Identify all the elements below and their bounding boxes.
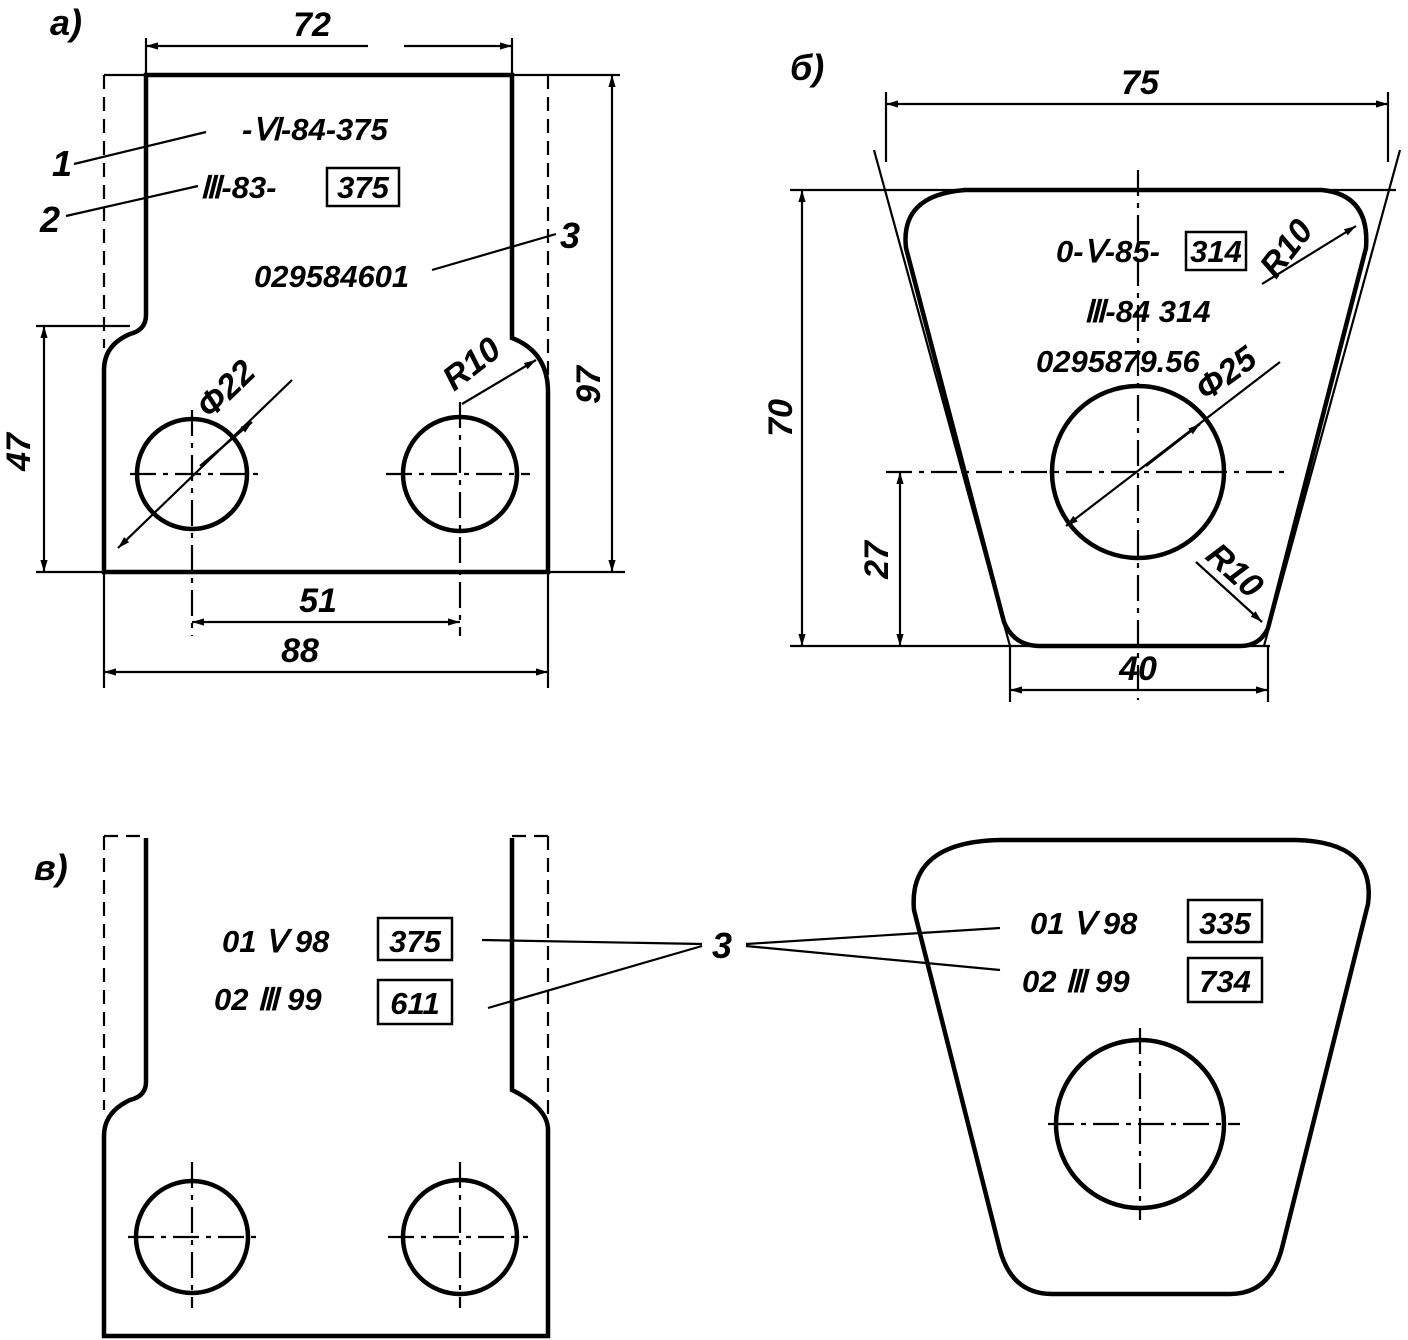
mark-b-line1-box bbox=[1184, 230, 1248, 272]
figure-a: a) 72 97 47 51 bbox=[0, 2, 625, 688]
mark-c-left-1-box bbox=[376, 916, 454, 962]
figure-c-label: в) bbox=[34, 847, 68, 888]
dim-a-47: 47 bbox=[0, 431, 38, 472]
mark-c-left-2-box bbox=[376, 978, 454, 1026]
mark-c-right-1-box bbox=[1186, 898, 1264, 944]
mark-c-right-2-boxval: 734 bbox=[1199, 964, 1251, 999]
dim-a-radius-leader bbox=[461, 359, 537, 405]
mark-c-right-1-boxval: 335 bbox=[1199, 906, 1251, 941]
dim-a-dia-leader bbox=[117, 379, 293, 549]
callout-c-3: 3 bbox=[712, 925, 732, 966]
dim-b-radius-top: R10 bbox=[1252, 212, 1320, 285]
mark-c-left-1-boxval: 375 bbox=[389, 924, 441, 959]
callout-3: 3 bbox=[560, 215, 580, 256]
figure-b-label: б) bbox=[790, 47, 824, 88]
callout-1: 1 bbox=[52, 143, 72, 184]
mark-c-left-1-text: 01 Ⅴ 98 bbox=[222, 924, 330, 959]
dim-a-radius: R10 bbox=[436, 330, 509, 398]
dim-b-75: 75 bbox=[1121, 64, 1160, 102]
dim-b-27: 27 bbox=[858, 539, 896, 580]
construction-b-left bbox=[872, 149, 1012, 647]
dim-a-dia: Φ22 bbox=[189, 353, 263, 426]
mark-b-line1-text: 0-Ⅴ-85- bbox=[1056, 234, 1160, 269]
callout-1-leader bbox=[73, 130, 207, 166]
figure-b: б) 75 70 27 40 Φ25 R10 bbox=[762, 47, 1402, 702]
mark-c-left-2-text: 02 Ⅲ 99 bbox=[214, 982, 322, 1017]
dim-b-radius-top-leader bbox=[1261, 225, 1357, 285]
dim-b-radius-bottom-leader bbox=[1195, 561, 1263, 623]
figure-c: в) 01 Ⅴ 98 375 02 Ⅲ 99 611 3 01 Ⅴ 98 bbox=[34, 834, 1371, 1339]
construction-b-right bbox=[1262, 149, 1402, 647]
callout-2: 2 bbox=[39, 199, 60, 240]
leader-c-right-2 bbox=[745, 944, 1001, 972]
leader-c-left-1 bbox=[481, 938, 703, 946]
dim-a-51: 51 bbox=[299, 582, 337, 620]
mark-c-right-2-box bbox=[1186, 956, 1264, 1004]
mark-b-line2: Ⅲ-84 314 bbox=[1084, 294, 1211, 329]
dim-b-40: 40 bbox=[1118, 650, 1157, 688]
dim-b-dia-arrow bbox=[1145, 423, 1201, 467]
dim-b-dia: Φ25 bbox=[1188, 338, 1264, 408]
mark-c-right-2-text: 02 Ⅲ 99 bbox=[1022, 964, 1130, 999]
dim-a-72: 72 bbox=[293, 6, 331, 44]
dim-a-dia-arrow bbox=[199, 421, 253, 467]
plate-c-right-outline bbox=[911, 837, 1371, 1297]
dim-a-88: 88 bbox=[281, 632, 319, 670]
callout-2-leader bbox=[65, 184, 199, 218]
mark-c-left-2-boxval: 611 bbox=[390, 986, 439, 1021]
mark-a-line1: -Ⅵ-84-375 bbox=[242, 112, 389, 147]
leader-c-left-2 bbox=[487, 944, 703, 1010]
serial-a: 029584601 bbox=[254, 259, 409, 294]
mark-b-line1-boxval: 314 bbox=[1190, 234, 1242, 269]
plate-c-left-outline bbox=[101, 838, 551, 1339]
dim-b-radius-bottom: R10 bbox=[1199, 536, 1271, 606]
mark-a-line2-text: Ⅲ-83- bbox=[200, 170, 277, 205]
figure-a-label: a) bbox=[50, 2, 82, 43]
plate-a-outline bbox=[101, 72, 551, 575]
dim-b-70: 70 bbox=[762, 399, 800, 437]
mark-c-right-1-text: 01 Ⅴ 98 bbox=[1030, 906, 1138, 941]
serial-b: 0295879.56 bbox=[1036, 344, 1201, 379]
leader-c-right-1 bbox=[745, 926, 1001, 946]
dim-a-97: 97 bbox=[570, 364, 608, 404]
mark-a-line2-boxval: 375 bbox=[337, 170, 389, 205]
mark-a-line2-box bbox=[325, 166, 401, 208]
callout-3-leader bbox=[431, 232, 557, 272]
